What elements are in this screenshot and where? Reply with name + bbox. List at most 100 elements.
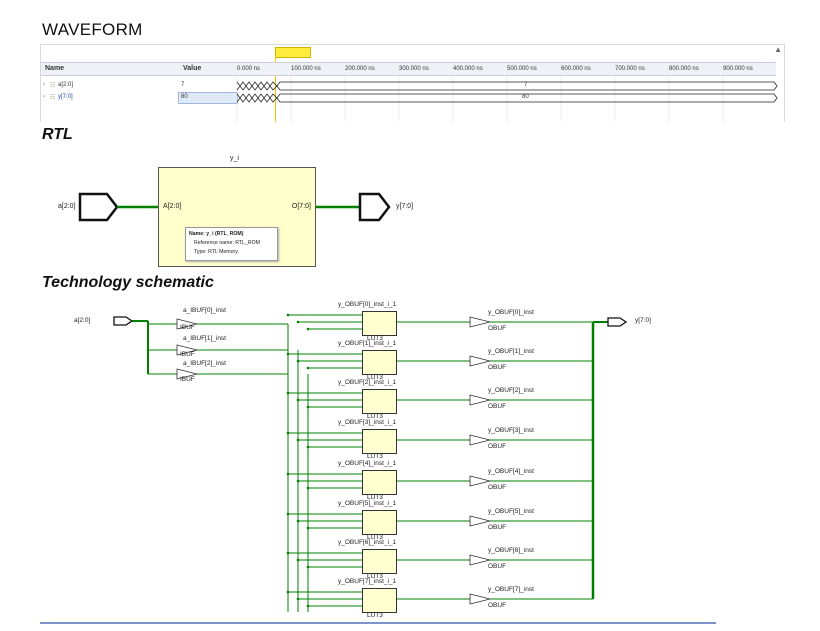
lut-label: y_OBUF[6]_inst_i_1 <box>338 539 397 546</box>
junction-dot <box>296 359 300 363</box>
lut-label: y_OBUF[5]_inst_i_1 <box>338 500 397 507</box>
time-tick: 300.000 ns <box>399 66 429 72</box>
tooltip-name: Name: y_i (RTL_ROM) <box>189 231 244 237</box>
tech-input-port-label: a[2:0] <box>74 317 91 324</box>
obuf-label: y_OBUF[4]_inst <box>488 468 534 475</box>
obuf-type: OBUF <box>488 443 507 450</box>
junction-dot <box>306 445 310 449</box>
obuf-symbol <box>469 515 491 527</box>
signal-value: 80 <box>181 94 188 100</box>
rtl-input-port-label: a[2:0] <box>58 203 76 210</box>
obuf-label: y_OBUF[0]_inst <box>488 309 534 316</box>
expand-chevron-icon[interactable]: › <box>43 94 45 100</box>
time-cursor-marker[interactable] <box>275 47 311 58</box>
signal-name[interactable]: y[7:0] <box>58 94 73 100</box>
lut-type: LUT3 <box>367 335 383 342</box>
ibuf-label: a_IBUF[1]_inst <box>183 335 226 342</box>
junction-dot <box>306 327 310 331</box>
output-port-symbol <box>607 317 628 327</box>
obuf-label: y_OBUF[1]_inst <box>488 348 534 355</box>
block-output-pin: O[7:0] <box>291 203 311 210</box>
obuf-symbol <box>469 593 491 605</box>
junction-dot <box>286 391 290 395</box>
obuf-symbol <box>469 355 491 367</box>
ibuf-type: IBUF <box>180 324 195 331</box>
technology-schematic[interactable]: I0I1I2OI0I1I2OI0I1I2OI0I1I2OI0I1I2OI0I1I… <box>40 297 716 624</box>
rtl-wires <box>78 192 391 222</box>
lut-type: LUT3 <box>367 534 383 541</box>
expand-chevron-icon[interactable]: › <box>43 82 45 88</box>
obuf-type: OBUF <box>488 403 507 410</box>
value-column-header[interactable]: Value <box>183 65 202 72</box>
lut-box[interactable] <box>362 470 397 495</box>
rtl-schematic[interactable]: a[2:0] y[7:0] y_i A[2:0] O[7:0] Name: y_… <box>40 145 470 270</box>
rtl-tooltip: Name: y_i (RTL_ROM) Reference name: RTL_… <box>185 227 278 261</box>
ibuf-label: a_IBUF[0]_inst <box>183 307 226 314</box>
value-highlight <box>178 92 238 104</box>
ibuf-symbol <box>176 344 198 356</box>
ibuf-type: IBUF <box>180 376 195 383</box>
time-tick: 700.000 ns <box>615 66 645 72</box>
lut-box[interactable] <box>362 549 397 574</box>
waveform-heading: WAVEFORM <box>42 20 143 39</box>
name-column-header[interactable]: Name <box>45 65 65 72</box>
rtl-heading: RTL <box>42 126 73 143</box>
obuf-label: y_OBUF[5]_inst <box>488 508 534 515</box>
obuf-type: OBUF <box>488 524 507 531</box>
obuf-type: OBUF <box>488 563 507 570</box>
obuf-label: y_OBUF[2]_inst <box>488 387 534 394</box>
waveform-traces <box>236 75 778 122</box>
junction-dot <box>296 320 300 324</box>
lut-box[interactable] <box>362 389 397 414</box>
obuf-symbol <box>469 475 491 487</box>
lut-type: LUT3 <box>367 612 383 619</box>
time-tick: 500.000 ns <box>507 66 537 72</box>
bus-icon: ☷ <box>50 83 56 89</box>
tech-wires: I0I1I2OI0I1I2OI0I1I2OI0I1I2OI0I1I2OI0I1I… <box>113 312 628 612</box>
junction-dot <box>296 597 300 601</box>
ibuf-type: IBUF <box>180 351 195 358</box>
scroll-up-icon[interactable]: ▲ <box>774 45 782 54</box>
tech-output-port-label: y[7:0] <box>635 317 651 324</box>
junction-dot <box>306 565 310 569</box>
rtl-instance-label: y_i <box>230 155 239 162</box>
bus-value-label: 7 <box>524 82 528 88</box>
lut-label: y_OBUF[7]_inst_i_1 <box>338 578 397 585</box>
obuf-label: y_OBUF[7]_inst <box>488 586 534 593</box>
junction-dot <box>296 438 300 442</box>
bus-icon: ☷ <box>50 95 56 101</box>
obuf-symbol <box>469 554 491 566</box>
lut-label: y_OBUF[4]_inst_i_1 <box>338 460 397 467</box>
lut-box[interactable] <box>362 311 397 336</box>
junction-dot <box>296 398 300 402</box>
junction-dot <box>286 551 290 555</box>
obuf-type: OBUF <box>488 602 507 609</box>
obuf-type: OBUF <box>488 484 507 491</box>
obuf-type: OBUF <box>488 364 507 371</box>
lut-box[interactable] <box>362 510 397 535</box>
obuf-symbol <box>469 394 491 406</box>
junction-dot <box>306 604 310 608</box>
ibuf-label: a_IBUF[2]_inst <box>183 360 226 367</box>
lut-box[interactable] <box>362 429 397 454</box>
lut-box[interactable] <box>362 350 397 375</box>
junction-dot <box>286 472 290 476</box>
obuf-type: OBUF <box>488 325 507 332</box>
lut-label: y_OBUF[0]_inst_i_1 <box>338 301 397 308</box>
lut-box[interactable] <box>362 588 397 613</box>
time-tick: 800.000 ns <box>669 66 699 72</box>
obuf-symbol <box>469 434 491 446</box>
lut-label: y_OBUF[1]_inst_i_1 <box>338 340 397 347</box>
lut-label: y_OBUF[2]_inst_i_1 <box>338 379 397 386</box>
lut-type: LUT3 <box>367 453 383 460</box>
junction-dot <box>296 558 300 562</box>
time-tick: 400.000 ns <box>453 66 483 72</box>
technology-heading: Technology schematic <box>42 274 214 291</box>
waveform-viewer[interactable]: ▲ Name Value 0.000 ns 100.000 ns 200.000… <box>40 44 785 122</box>
junction-dot <box>296 519 300 523</box>
time-cursor-line <box>275 56 276 122</box>
signal-name[interactable]: a[2:0] <box>58 82 74 88</box>
tooltip-reference: Reference name: RTL_ROM <box>194 240 260 246</box>
obuf-symbol <box>469 316 491 328</box>
lut-type: LUT3 <box>367 494 383 501</box>
